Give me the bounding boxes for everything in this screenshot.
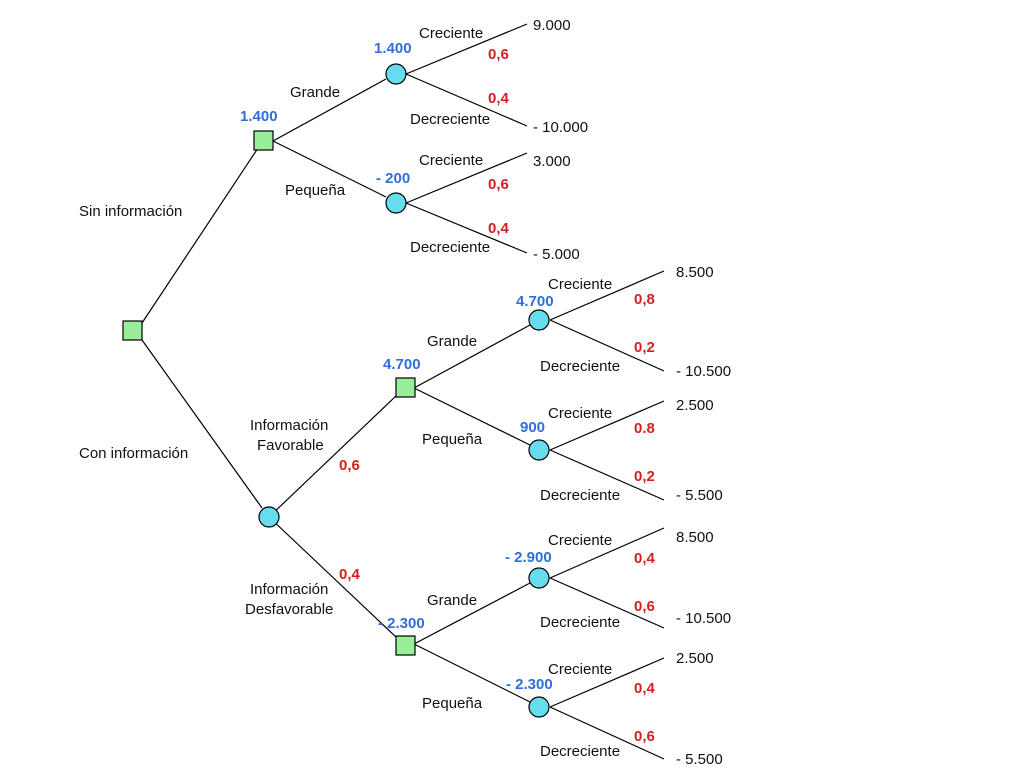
prob-desf-grande-decreciente: 0,6 (634, 598, 655, 615)
edge-fav-pequena-decreciente (549, 449, 665, 501)
branch-label-desf-pequena: Pequeña (422, 695, 483, 712)
fav-grande-chance-node (528, 309, 550, 331)
payoff-desf-grande-decreciente: - 10.500 (676, 610, 731, 627)
label-sin-pequena-decreciente: Decreciente (410, 239, 490, 256)
root-decision-node (122, 320, 143, 341)
edge-desf-grande-creciente (549, 527, 665, 579)
branch-label-favorable-line1: Información (250, 417, 328, 434)
edge-con-desfavorable (268, 516, 398, 639)
sin-grande-chance-node (385, 63, 407, 85)
prob-fav-pequena-decreciente: 0,2 (634, 468, 655, 485)
ev-favorable: 4.700 (383, 356, 421, 373)
edge-desf-pequena-creciente (549, 657, 665, 708)
prob-sin-pequena-creciente: 0,6 (488, 176, 509, 193)
payoff-fav-pequena-creciente: 2.500 (676, 397, 714, 414)
fav-pequena-chance-node (528, 439, 550, 461)
branch-label-desfavorable-line1: Información (250, 581, 328, 598)
edge-fav-grande (413, 324, 531, 389)
edge-root-con-info (141, 339, 263, 509)
edge-sin-pequena-decreciente (405, 202, 528, 254)
prob-sin-grande-decreciente: 0,4 (488, 90, 510, 107)
payoff-fav-grande-creciente: 8.500 (676, 264, 714, 281)
sin-info-decision-node (253, 130, 274, 151)
prob-fav-grande-creciente: 0,8 (634, 291, 655, 308)
label-fav-pequena-creciente: Creciente (548, 405, 612, 422)
payoff-sin-pequena-decreciente: - 5.000 (533, 246, 580, 263)
branch-label-sin-info: Sin información (79, 203, 182, 220)
branch-label-desfavorable-line2: Desfavorable (245, 601, 333, 618)
prob-fav-pequena-creciente: 0.8 (634, 420, 655, 437)
label-desf-grande-decreciente: Decreciente (540, 614, 620, 631)
desfavorable-decision-node (395, 635, 416, 656)
branch-label-fav-pequena: Pequeña (422, 431, 483, 448)
branch-label-fav-grande: Grande (427, 333, 477, 350)
branch-label-sin-pequena: Pequeña (285, 182, 346, 199)
prob-favorable: 0,6 (339, 457, 360, 474)
prob-desf-pequena-decreciente: 0,6 (634, 728, 655, 745)
edge-root-sin-info (141, 147, 259, 324)
ev-sin-info: 1.400 (240, 108, 278, 125)
edge-desf-pequena-decreciente (549, 706, 665, 760)
branch-label-favorable-line2: Favorable (257, 437, 324, 454)
payoff-fav-pequena-decreciente: - 5.500 (676, 487, 723, 504)
edge-sin-grande (272, 78, 387, 142)
label-desf-grande-creciente: Creciente (548, 532, 612, 549)
edge-sin-grande-creciente (405, 23, 528, 75)
label-fav-grande-creciente: Creciente (548, 276, 612, 293)
payoff-sin-grande-creciente: 9.000 (533, 17, 571, 34)
payoff-fav-grande-decreciente: - 10.500 (676, 363, 731, 380)
prob-fav-grande-decreciente: 0,2 (634, 339, 655, 356)
ev-desf-pequena: - 2.300 (506, 676, 553, 693)
edge-desf-grande (413, 582, 531, 645)
edge-sin-pequena (272, 140, 387, 198)
ev-sin-grande: 1.400 (374, 40, 412, 57)
favorable-decision-node (395, 377, 416, 398)
tree-nodes (122, 63, 550, 718)
edge-fav-grande-decreciente (549, 319, 665, 372)
branch-label-desf-grande: Grande (427, 592, 477, 609)
label-sin-grande-decreciente: Decreciente (410, 111, 490, 128)
edge-sin-grande-decreciente (405, 73, 528, 127)
branch-label-sin-grande: Grande (290, 84, 340, 101)
branch-label-con-info: Con información (79, 445, 188, 462)
label-sin-pequena-creciente: Creciente (419, 152, 483, 169)
ev-sin-pequena: - 200 (376, 170, 410, 187)
edge-fav-grande-creciente (549, 270, 665, 321)
ev-desfavorable: - 2.300 (378, 615, 425, 632)
ev-fav-grande: 4.700 (516, 293, 554, 310)
con-info-chance-node (258, 506, 280, 528)
label-fav-pequena-decreciente: Decreciente (540, 487, 620, 504)
prob-desf-grande-creciente: 0,4 (634, 550, 656, 567)
payoff-sin-pequena-creciente: 3.000 (533, 153, 571, 170)
desf-pequena-chance-node (528, 696, 550, 718)
label-fav-grande-decreciente: Decreciente (540, 358, 620, 375)
payoff-desf-pequena-decreciente: - 5.500 (676, 751, 723, 768)
sin-pequena-chance-node (385, 192, 407, 214)
edge-con-favorable (268, 394, 398, 518)
prob-sin-grande-creciente: 0,6 (488, 46, 509, 63)
prob-desfavorable: 0,4 (339, 566, 361, 583)
payoff-desf-grande-creciente: 8.500 (676, 529, 714, 546)
desf-grande-chance-node (528, 567, 550, 589)
prob-desf-pequena-creciente: 0,4 (634, 680, 656, 697)
edge-fav-pequena-creciente (549, 400, 665, 451)
payoff-desf-pequena-creciente: 2.500 (676, 650, 714, 667)
payoff-sin-grande-decreciente: - 10.000 (533, 119, 588, 136)
edge-desf-pequena (413, 643, 531, 703)
edge-desf-grande-decreciente (549, 577, 665, 629)
edge-sin-pequena-creciente (405, 152, 528, 204)
prob-sin-pequena-decreciente: 0,4 (488, 220, 510, 237)
tree-edges (141, 23, 665, 760)
edge-fav-pequena (413, 387, 531, 446)
ev-fav-pequena: 900 (520, 419, 545, 436)
label-sin-grande-creciente: Creciente (419, 25, 483, 42)
label-desf-pequena-creciente: Creciente (548, 661, 612, 678)
label-desf-pequena-decreciente: Decreciente (540, 743, 620, 760)
ev-desf-grande: - 2.900 (505, 549, 552, 566)
